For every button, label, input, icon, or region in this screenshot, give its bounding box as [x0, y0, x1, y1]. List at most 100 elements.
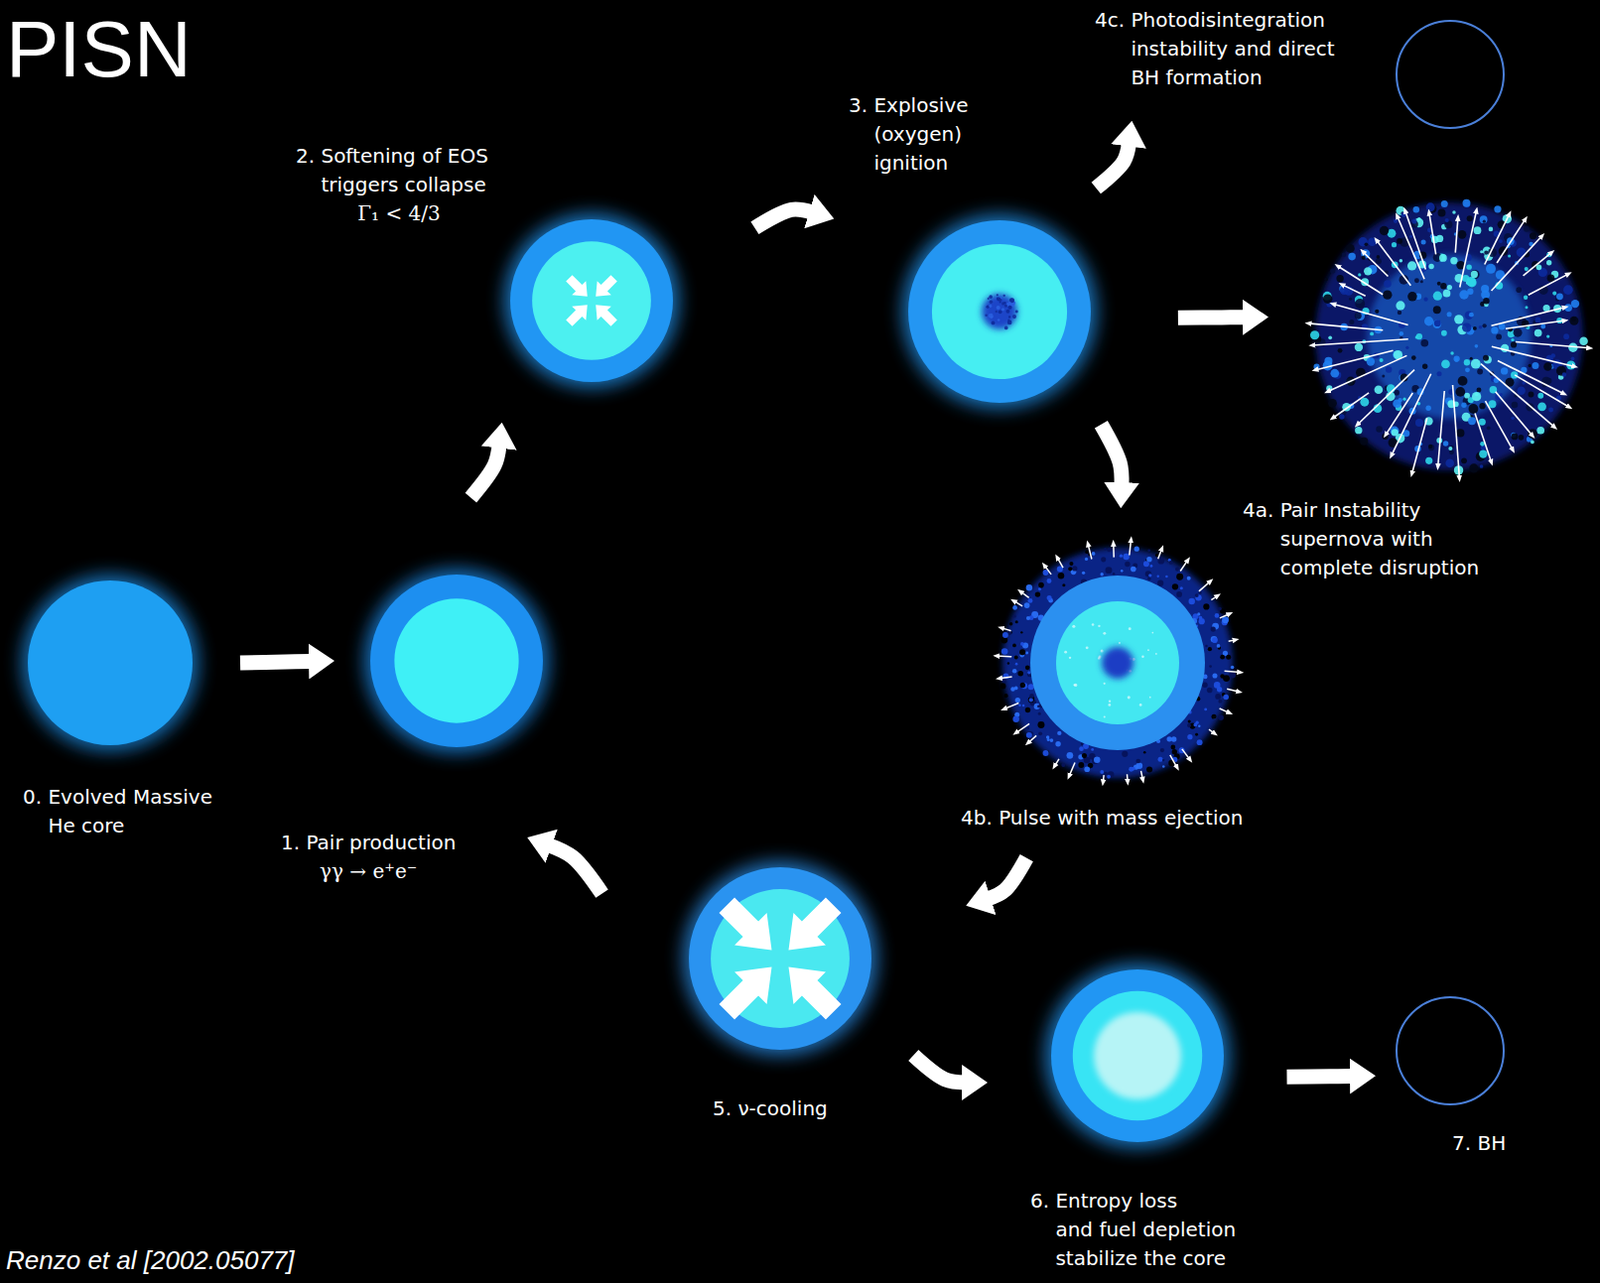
speckle — [1379, 226, 1389, 236]
speckle — [1058, 572, 1066, 580]
speckle — [1007, 662, 1010, 665]
speckle — [1375, 258, 1382, 265]
speckle — [1217, 607, 1222, 612]
speckle — [1486, 425, 1491, 430]
outer-shell — [370, 574, 543, 748]
speckle — [1471, 392, 1481, 401]
text-run: 6. Entropy loss and fuel depletion stabi… — [1030, 1189, 1236, 1271]
ejecta-arrow — [1112, 542, 1115, 557]
ejecta-arrow — [1484, 213, 1510, 265]
speckle — [1359, 437, 1368, 446]
speckle — [1531, 362, 1539, 370]
speckle — [1008, 301, 1012, 305]
speckle — [985, 305, 989, 309]
text-run: 4c. Photodisintegration instability and … — [1094, 7, 1335, 90]
speckle — [1170, 745, 1176, 751]
speckle — [1134, 546, 1140, 552]
speckle — [1013, 614, 1017, 618]
ejecta-arrow — [1003, 703, 1019, 710]
stage-arrow — [1287, 1068, 1353, 1085]
speckle — [1433, 291, 1443, 301]
speckle — [1425, 404, 1431, 410]
speckle — [1020, 642, 1025, 647]
speckle — [1441, 330, 1448, 337]
speckle — [1490, 326, 1498, 334]
speckle — [1474, 344, 1479, 349]
speckle — [1397, 310, 1402, 315]
speckle — [1004, 326, 1009, 331]
speckle — [1026, 616, 1031, 621]
stage-circle: 0. Evolved Massive He core — [27, 580, 193, 746]
inward-arrow — [710, 950, 789, 1029]
speckle — [1199, 616, 1203, 621]
ejecta-arrow — [1490, 307, 1566, 327]
stage-label-text: 4a. Pair Instability supernova with comp… — [1242, 496, 1491, 583]
speckle — [1222, 694, 1229, 701]
stage-illustration — [27, 580, 193, 746]
speckle — [1422, 364, 1428, 370]
text-run: 4b. Pulse with mass ejection — [960, 805, 1243, 830]
speckle — [1347, 253, 1356, 262]
speckle — [1445, 218, 1450, 223]
speckle — [1445, 458, 1455, 468]
speckle — [1121, 751, 1128, 758]
speckle — [1020, 631, 1023, 634]
speckle — [995, 310, 998, 313]
speckle — [1149, 696, 1152, 699]
ejecta-arrow — [1455, 217, 1459, 253]
ejecta-arrow — [1523, 252, 1553, 276]
speckle — [1449, 449, 1455, 455]
speckle — [1464, 359, 1470, 366]
speckle — [1169, 560, 1174, 565]
speckle — [1499, 393, 1503, 397]
speckle — [1047, 578, 1053, 584]
speckle — [1426, 202, 1436, 212]
speckle — [1103, 682, 1106, 685]
speckle — [1359, 398, 1369, 407]
speckle — [1219, 655, 1225, 661]
speckle — [1203, 707, 1207, 711]
slide-title: PISN — [5, 1, 192, 98]
speckle — [988, 294, 993, 299]
speckle — [1214, 693, 1221, 700]
stage-arrow — [548, 845, 603, 895]
ignition-spot — [1101, 647, 1134, 679]
stage-circle: 6. Entropy loss and fuel depletion stabi… — [1051, 969, 1224, 1143]
speckle — [1198, 725, 1200, 728]
speckle — [1527, 428, 1538, 439]
speckle — [1443, 440, 1449, 446]
speckle — [1569, 316, 1579, 326]
speckle — [1012, 668, 1018, 674]
speckle — [1480, 284, 1489, 293]
speckle — [1562, 372, 1567, 377]
speckle — [1361, 256, 1366, 261]
ejecta-arrow — [1219, 708, 1230, 714]
black-hole — [1396, 997, 1504, 1105]
speckle — [1528, 392, 1535, 399]
text-run: 5. ν-cooling — [712, 1096, 828, 1121]
stage-circle: 4c. Photodisintegration instability and … — [1396, 20, 1504, 129]
speckle — [1428, 444, 1433, 449]
speckle — [1354, 298, 1365, 309]
speckle — [1160, 748, 1165, 753]
speckle — [1176, 591, 1183, 598]
speckle — [1207, 647, 1212, 652]
speckle — [1488, 227, 1494, 233]
speckle — [1537, 393, 1544, 400]
text-run: γγ → e⁺e⁻ — [319, 859, 417, 884]
stage-label-text: 2. Softening of EOS triggers collapse — [295, 141, 503, 200]
speckle — [1478, 402, 1485, 409]
speckle — [1357, 272, 1361, 276]
speckle — [1038, 582, 1045, 589]
speckle — [1530, 440, 1535, 445]
speckle — [1476, 369, 1483, 376]
speckle — [1420, 339, 1429, 348]
speckle — [1131, 767, 1136, 772]
text-run: Γ₁ < 4/3 — [357, 201, 441, 226]
speckle — [1415, 418, 1424, 427]
speckle — [1417, 217, 1421, 221]
speckle — [1015, 620, 1019, 624]
stage-label: 7. BH — [1452, 1129, 1506, 1159]
speckle — [1393, 219, 1398, 224]
